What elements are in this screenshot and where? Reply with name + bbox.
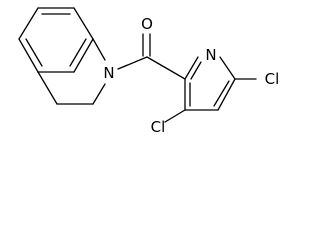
structure-canvas: O N N Cl Cl bbox=[18, 7, 280, 136]
bond bbox=[92, 83, 106, 105]
bond bbox=[69, 38, 87, 67]
bond bbox=[217, 78, 236, 111]
bond bbox=[184, 56, 199, 80]
ring-nitrogen-label: N bbox=[205, 46, 216, 64]
bond bbox=[164, 109, 186, 123]
bond bbox=[18, 38, 39, 73]
bond bbox=[117, 56, 148, 70]
bond bbox=[146, 56, 186, 80]
oxygen-label: O bbox=[141, 15, 153, 33]
molecule-drawing: O N N Cl Cl bbox=[18, 7, 280, 136]
bond bbox=[25, 38, 43, 67]
bond bbox=[18, 7, 39, 40]
chlorine-top-label: Cl bbox=[265, 70, 280, 88]
bond bbox=[219, 56, 236, 80]
bond bbox=[213, 80, 230, 107]
bond bbox=[37, 71, 58, 105]
bond bbox=[73, 38, 94, 73]
chlorine-bottom-label: Cl bbox=[151, 118, 166, 136]
bond bbox=[92, 38, 106, 61]
amide-nitrogen-label: N bbox=[103, 64, 114, 82]
bond bbox=[190, 61, 202, 80]
bond bbox=[73, 7, 94, 40]
